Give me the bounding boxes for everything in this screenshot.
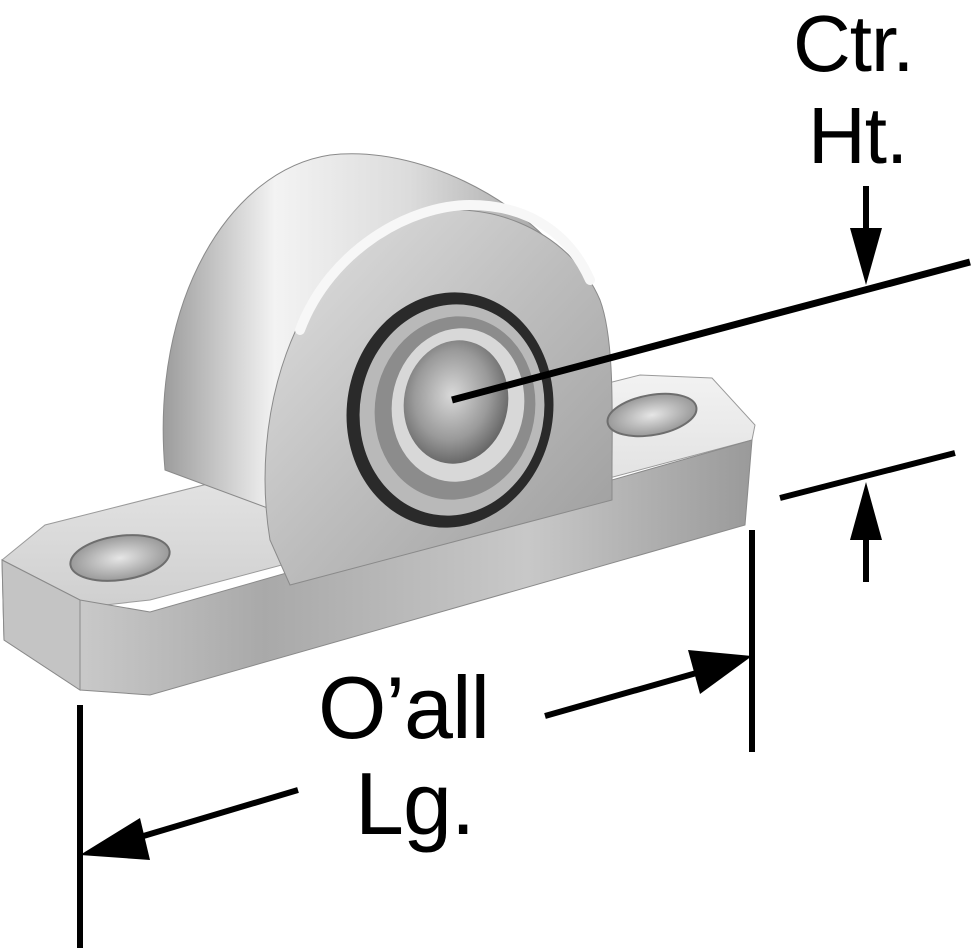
overall-length-label-line2: Lg. xyxy=(355,754,475,853)
housing-rim-highlight xyxy=(295,199,595,335)
oall-arrow-left-head xyxy=(80,818,150,860)
overall-length-label-line1: O’all xyxy=(318,658,490,757)
mounting-hole-left xyxy=(69,534,171,582)
center-line xyxy=(451,258,971,404)
oall-arrow-right-head xyxy=(688,650,752,694)
mounting-hole-right xyxy=(606,392,698,438)
base-chamfer-left xyxy=(1,559,81,691)
base-arrow-head xyxy=(850,482,882,540)
pillow-block xyxy=(1,153,756,696)
dimension-lines xyxy=(77,186,971,948)
center-height-label-line1: Ctr. xyxy=(793,0,914,88)
center-height-label-line2: Ht. xyxy=(808,91,908,180)
base-reference-line xyxy=(779,450,956,501)
oall-arrow-right-shaft xyxy=(544,669,701,719)
ctr-ht-arrow-head xyxy=(850,228,882,285)
oall-arrow-left-shaft xyxy=(129,787,299,843)
